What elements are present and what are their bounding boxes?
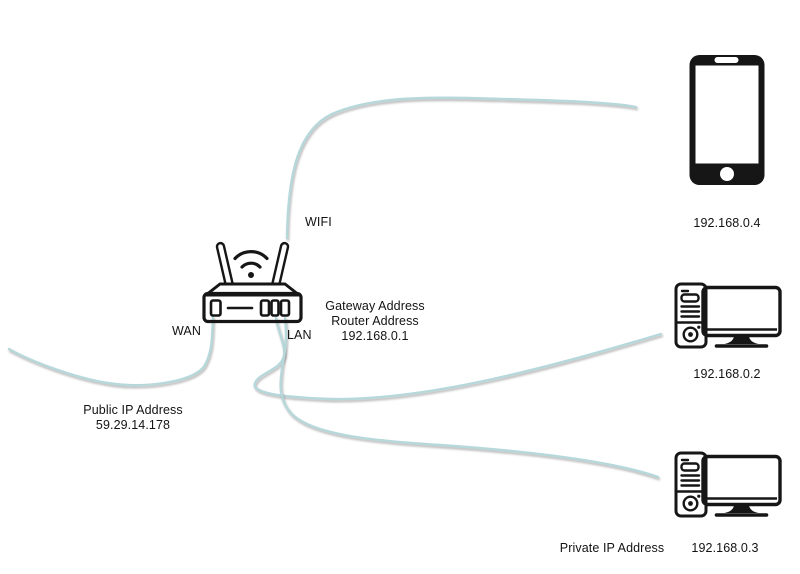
phone-home-button bbox=[720, 167, 734, 181]
router-body bbox=[202, 291, 303, 324]
desktop-bottom-ip-label: 192.168.0.3 bbox=[691, 541, 759, 555]
public-ip-block: Public IP Address 59.29.14.178 bbox=[83, 403, 182, 433]
router-lan-port-2 bbox=[270, 299, 280, 317]
wan-connection-line bbox=[7, 315, 215, 387]
lan-port-label: LAN bbox=[287, 328, 312, 342]
desktop-top-ip-label: 192.168.0.2 bbox=[693, 367, 761, 381]
wan-port-label: WAN bbox=[172, 324, 201, 338]
connection-lines bbox=[7, 96, 663, 479]
wifi-connection-label: WIFI bbox=[305, 215, 332, 229]
gateway-address-line2: Router Address bbox=[331, 314, 419, 328]
router-lan-port-3 bbox=[279, 299, 291, 317]
lan-connection-line-top bbox=[253, 316, 663, 401]
desktop-icon-top bbox=[674, 282, 782, 349]
router-lan-port-1 bbox=[259, 299, 271, 317]
public-ip-title: Public IP Address bbox=[83, 403, 183, 417]
phone-speaker bbox=[714, 57, 739, 63]
gateway-ip-value: 192.168.0.1 bbox=[341, 329, 409, 343]
router-icon bbox=[202, 241, 303, 324]
gateway-address-block: Gateway Address Router Address 192.168.0… bbox=[325, 299, 424, 344]
wifi-signal-icon bbox=[233, 250, 269, 278]
public-ip-value: 59.29.14.178 bbox=[95, 418, 171, 432]
desktop-icon-bottom bbox=[674, 451, 782, 518]
wifi-connection-line bbox=[285, 96, 638, 240]
phone-screen bbox=[695, 65, 759, 164]
router-wan-port bbox=[209, 299, 222, 317]
smartphone-icon bbox=[689, 55, 765, 185]
gateway-address-line1: Gateway Address bbox=[325, 299, 425, 313]
phone-ip-label: 192.168.0.4 bbox=[693, 216, 761, 230]
lan-connection-line-bottom bbox=[279, 316, 660, 479]
private-ip-title: Private IP Address bbox=[559, 541, 665, 555]
